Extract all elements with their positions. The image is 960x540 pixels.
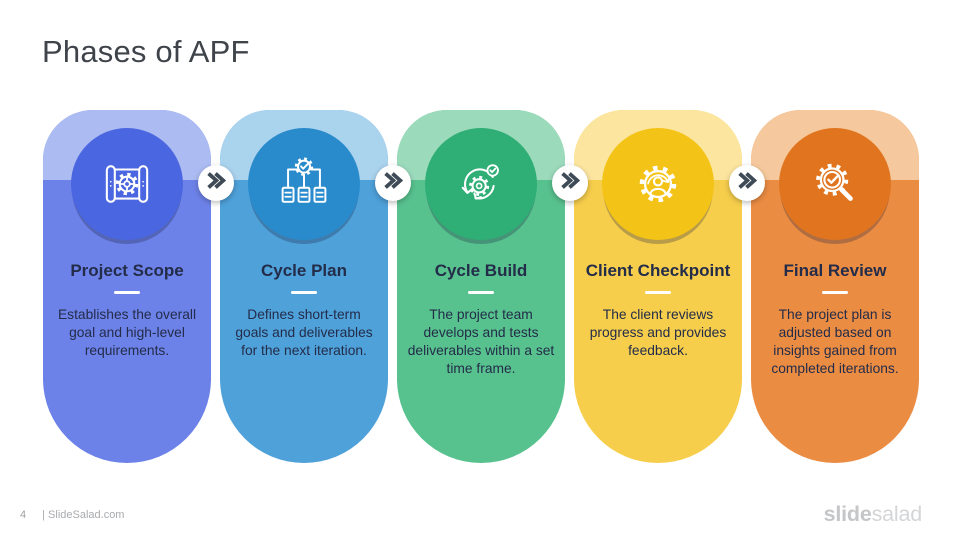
agile-sprint-gear-icon [451, 154, 511, 214]
gear-check-documents-icon [274, 154, 334, 214]
double-chevron-right-icon [205, 171, 227, 195]
card-client-checkpoint: Client Checkpoint The client reviews pro… [574, 110, 742, 463]
connector-badge [374, 165, 411, 201]
card-title: Project Scope [70, 261, 184, 280]
footer: 4 | SlideSalad.com [20, 509, 124, 521]
card-description: Defines short-term goals and deliverable… [235, 307, 373, 358]
card-description: The project team develops and tests deli… [407, 307, 555, 376]
blueprint-gear-icon [97, 154, 157, 214]
card-cycle-plan: Cycle Plan Defines short-term goals and … [220, 110, 388, 463]
card-project-scope: Project Scope Establishes the overall go… [43, 110, 211, 463]
double-chevron-right-icon [736, 171, 758, 195]
icon-circle [779, 128, 891, 240]
logo-text-bold: slide [823, 502, 872, 526]
divider [645, 291, 671, 294]
icon-circle [425, 128, 537, 240]
connector-badge [197, 165, 234, 201]
card-content: Client Checkpoint The client reviews pro… [574, 260, 742, 360]
card-content: Cycle Build The project team develops an… [397, 260, 565, 378]
divider [468, 291, 494, 294]
card-description: Establishes the overall goal and high-le… [57, 307, 197, 358]
slidesalad-logo: slidesalad [823, 502, 923, 527]
icon-circle [71, 128, 183, 240]
card-title: Client Checkpoint [585, 261, 731, 280]
connector-badge [551, 165, 588, 201]
divider [291, 291, 317, 294]
card-content: Final Review The project plan is adjuste… [751, 260, 919, 378]
phase-cards: Project Scope Establishes the overall go… [43, 110, 919, 463]
card-description: The client reviews progress and provides… [589, 307, 727, 358]
card-title: Final Review [783, 261, 887, 280]
icon-circle [248, 128, 360, 240]
card-cycle-build: Cycle Build The project team develops an… [397, 110, 565, 463]
page-number: 4 [20, 509, 27, 521]
footer-site-text: | SlideSalad.com [42, 509, 125, 521]
card-title: Cycle Plan [261, 261, 347, 280]
card-description: The project plan is adjusted based on in… [771, 307, 899, 376]
icon-circle [602, 128, 714, 240]
double-chevron-right-icon [382, 171, 404, 195]
divider [822, 291, 848, 294]
double-chevron-right-icon [559, 171, 581, 195]
card-final-review: Final Review The project plan is adjuste… [751, 110, 919, 463]
gear-check-magnifier-icon [805, 154, 865, 214]
connector-badge [728, 165, 765, 201]
card-content: Project Scope Establishes the overall go… [43, 260, 211, 360]
page-title: Phases of APF [42, 34, 250, 69]
logo-text-light: salad [871, 502, 923, 526]
divider [114, 291, 140, 294]
gear-user-sync-icon [628, 154, 688, 214]
card-title: Cycle Build [434, 261, 528, 280]
card-content: Cycle Plan Defines short-term goals and … [220, 260, 388, 360]
